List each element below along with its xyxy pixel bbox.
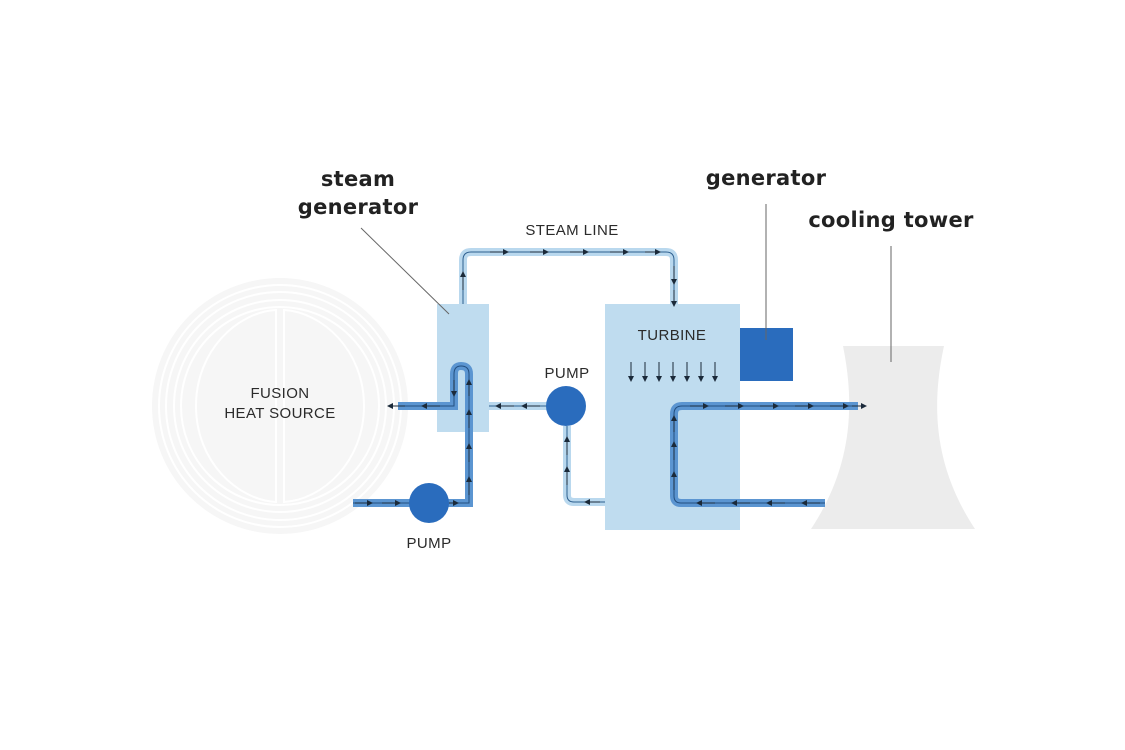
cooling-water-loop: [670, 402, 867, 507]
pump-left-label: PUMP: [407, 535, 452, 552]
pump-left-circle: [409, 483, 449, 523]
primary-coolant-loop: [353, 361, 473, 507]
pump-right-circle: [546, 386, 586, 426]
cooling-tower-shape: [811, 346, 975, 529]
turbine-label: TURBINE: [638, 327, 707, 344]
pump-right-label: PUMP: [545, 365, 590, 382]
turbine-flow-arrows: [628, 362, 718, 382]
condensate-return-pipe: [489, 402, 605, 506]
steam-generator-leader: [360, 227, 450, 315]
cooling-tower-label: cooling tower: [808, 208, 974, 232]
steam-generator-label-1: steam: [321, 167, 395, 191]
steam-generator-label-2: generator: [298, 195, 419, 219]
fusion-label-2: HEAT SOURCE: [224, 405, 335, 422]
steam-line-label: STEAM LINE: [525, 222, 618, 239]
generator-label: generator: [706, 166, 827, 190]
steam-line-pipe: [459, 248, 678, 307]
fusion-label-1: FUSION: [250, 385, 309, 402]
